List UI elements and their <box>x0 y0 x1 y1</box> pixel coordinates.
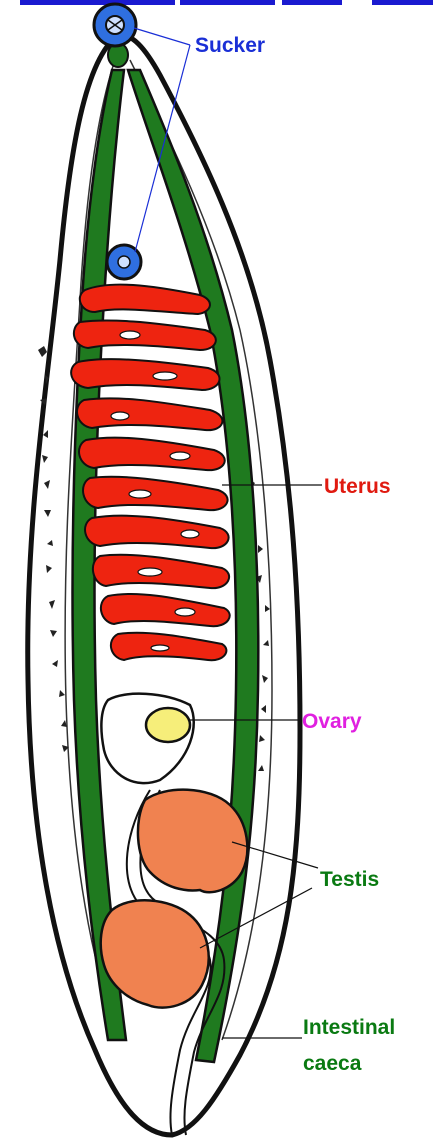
ovary-label: Ovary <box>302 710 362 733</box>
intestinal-caeca-label-line1: Intestinal <box>303 1016 395 1039</box>
sucker-label: Sucker <box>195 34 265 57</box>
testis-anterior <box>138 790 247 893</box>
uterus-label: Uterus <box>324 475 391 498</box>
testis-label: Testis <box>320 868 379 891</box>
intestinal-caeca-label-line2: caeca <box>303 1052 362 1075</box>
ovary <box>146 708 190 742</box>
top-bar-fragments <box>20 0 433 5</box>
oral-sucker <box>94 4 136 46</box>
